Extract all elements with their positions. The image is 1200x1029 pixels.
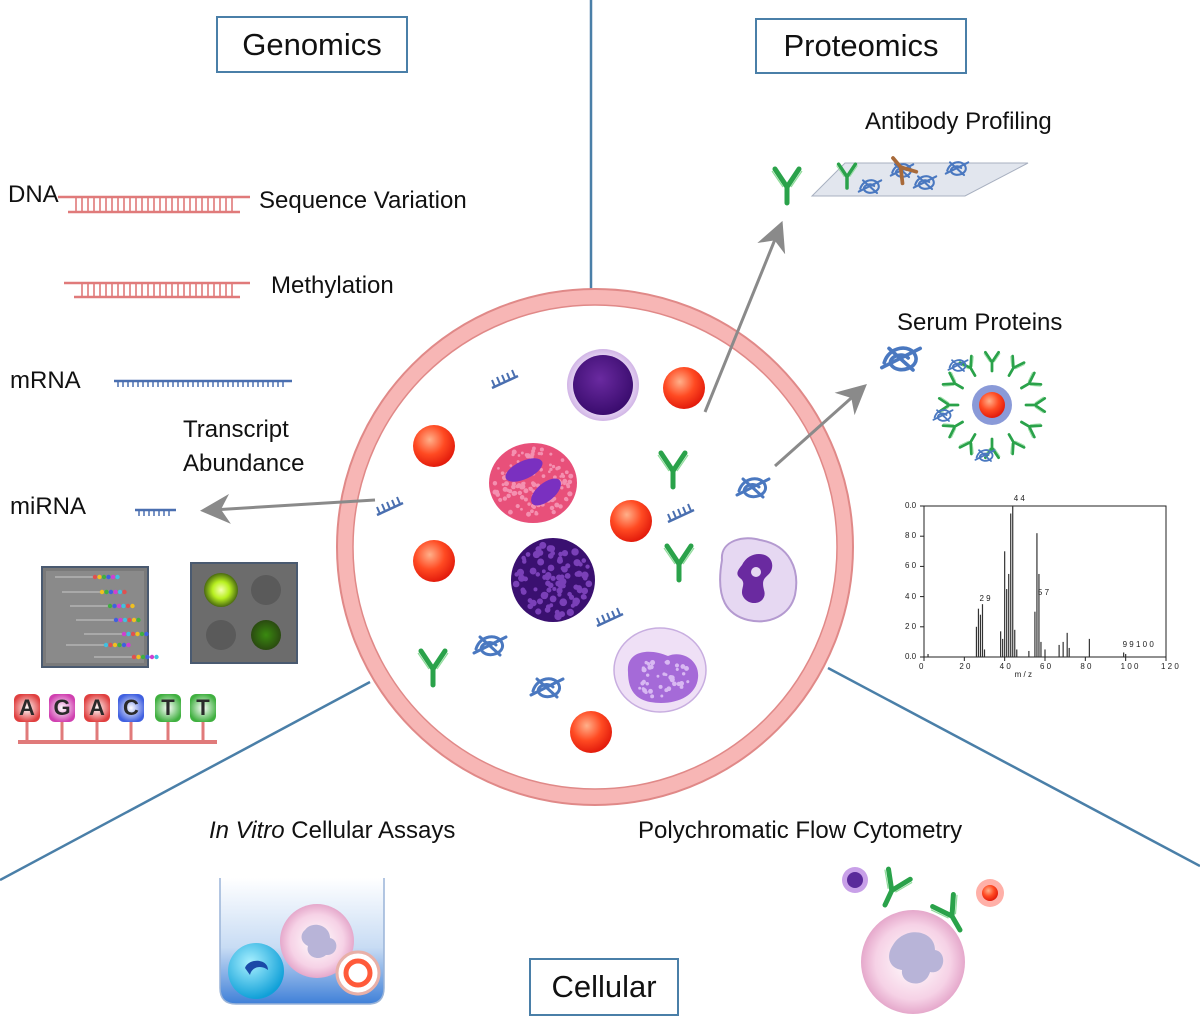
in-vitro-well-icon xyxy=(219,878,385,1005)
ms-y-tick-1: 0.0 xyxy=(905,652,917,661)
in-vitro-assays-label: In Vitro Cellular Assays xyxy=(209,817,455,845)
ms-x-tick-6: 1 0 0 xyxy=(1120,662,1139,671)
ms-x-tick-1: 0 xyxy=(919,662,924,671)
blood-sample-circle xyxy=(336,288,854,806)
mass-spectrum-plot xyxy=(920,505,1167,661)
neutrophil-cell-icon xyxy=(719,537,798,623)
ms-x-tick-4: 6 0 xyxy=(1040,662,1052,671)
serum-protein-complex-icon xyxy=(879,346,1047,462)
ms-y-tick-3: 4 0 xyxy=(905,591,917,601)
sequence-letter-3: A xyxy=(84,694,110,722)
fluorescence-array-icon xyxy=(190,562,298,664)
proteomics-section-title: Proteomics xyxy=(755,18,967,74)
monocyte-cell-icon xyxy=(613,627,707,713)
mirna-label: miRNA xyxy=(10,493,86,520)
ms-peak-label-2: 4 4 xyxy=(1013,493,1025,503)
ms-peak-label-3: 5 7 xyxy=(1037,587,1050,597)
red-blood-cell-4 xyxy=(413,540,455,582)
methylation-label: Methylation xyxy=(271,272,394,299)
sequence-letter-4: C xyxy=(118,694,144,722)
sequence-letter-6: T xyxy=(190,694,216,722)
mirna-strand-icon xyxy=(135,508,176,516)
section-dividers xyxy=(0,0,1200,882)
serum-proteins-label: Serum Proteins xyxy=(897,309,1063,336)
flow-cytometry-label: Polychromatic Flow Cytometry xyxy=(638,817,963,844)
ms-peak-label-1: 2 9 xyxy=(979,593,991,603)
dna-strand-icon xyxy=(58,195,250,214)
transcript-label: Transcript xyxy=(183,416,289,443)
ms-y-tick-2: 2 0 xyxy=(905,621,917,631)
red-blood-cell-5 xyxy=(570,711,612,753)
in-vitro-italic: In Vitro xyxy=(209,817,285,844)
mrna-strand-icon xyxy=(114,379,292,387)
sequence-letter-2: G xyxy=(49,694,75,722)
arrows xyxy=(200,220,867,524)
red-blood-cell-1 xyxy=(663,367,705,409)
in-vitro-rest: Cellular Assays xyxy=(284,817,456,844)
cellular-section-title: Cellular xyxy=(529,958,679,1016)
sequencing-array-icon xyxy=(41,566,159,668)
red-blood-cell-3 xyxy=(610,500,652,542)
ms-y-tick-4: 6 0 xyxy=(905,561,917,571)
lymphocyte-cell-icon xyxy=(567,349,639,421)
antibody-profiling-label: Antibody Profiling xyxy=(865,108,1052,135)
dna-label: DNA xyxy=(8,181,59,208)
flow-cytometry-cell-icon xyxy=(842,867,1004,1014)
abundance-label: Abundance xyxy=(183,450,305,477)
ms-x-tick-3: 4 0 xyxy=(999,662,1011,671)
red-blood-cells xyxy=(413,367,705,753)
ms-x-tick-5: 8 0 xyxy=(1080,662,1092,671)
ms-x-tick-7: 1 2 0 xyxy=(1161,662,1179,671)
sequence-letter-1: A xyxy=(14,694,40,722)
sequence-base-track xyxy=(18,722,217,744)
ms-peak-label-4: 9 9 1 0 0 xyxy=(1122,640,1154,650)
genomics-section-title: Genomics xyxy=(216,16,408,73)
mrna-label: mRNA xyxy=(10,367,81,394)
sequence-letter-5: T xyxy=(155,694,181,722)
methylation-strand-icon xyxy=(64,281,250,299)
sequence-variation-label: Sequence Variation xyxy=(259,187,467,214)
eosinophil-cell-icon xyxy=(489,443,577,523)
ms-x-tick-2: 2 0 xyxy=(959,662,971,671)
basophil-cell-icon xyxy=(511,538,595,622)
antibody-array-slide-icon xyxy=(772,156,1029,203)
ms-x-label: m / z xyxy=(1014,670,1032,679)
ms-y-tick-5: 8 0 xyxy=(905,531,917,541)
red-blood-cell-2 xyxy=(413,425,455,467)
ms-y-tick-6: 0.0 xyxy=(905,501,917,510)
